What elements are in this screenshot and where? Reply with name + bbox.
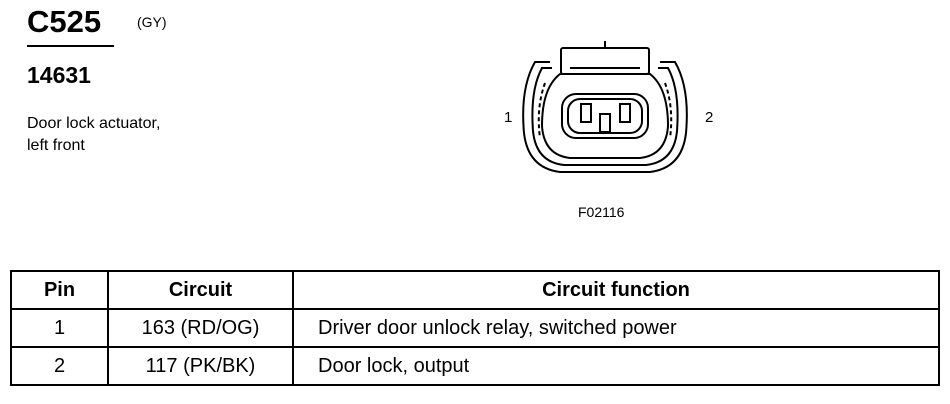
figure-code: F02116 <box>578 204 625 220</box>
function-cell: Door lock, output <box>292 346 940 386</box>
table-header-row: Pin Circuit Circuit function <box>10 270 940 310</box>
pin-cell: 1 <box>10 308 109 348</box>
circuit-cell: 163 (RD/OG) <box>107 308 294 348</box>
terminal-cavity <box>561 93 649 139</box>
right-rib <box>664 82 673 139</box>
connector-id-underline <box>27 45 114 47</box>
pin-table: Pin Circuit Circuit function 1 163 (RD/O… <box>10 270 940 386</box>
connector-face-diagram <box>522 41 688 173</box>
pin-label-right: 2 <box>705 109 714 126</box>
table-row: 1 163 (RD/OG) Driver door unlock relay, … <box>10 308 940 348</box>
left-rib <box>537 82 546 139</box>
pin-label-left: 1 <box>504 109 513 126</box>
description-line-1: Door lock actuator, <box>27 115 161 132</box>
column-header-pin: Pin <box>10 270 109 310</box>
connector-id: C525 <box>27 4 102 39</box>
column-header-function: Circuit function <box>292 270 940 310</box>
connector-outer-shell <box>522 61 688 173</box>
terminal-pin-1 <box>580 103 592 123</box>
locking-tab <box>560 47 650 75</box>
connector-description: Door lock actuator, left front <box>27 113 160 157</box>
description-line-2: left front <box>27 137 85 154</box>
column-header-circuit: Circuit <box>107 270 294 310</box>
part-number: 14631 <box>27 62 91 88</box>
connector-middle-shell <box>531 67 679 166</box>
circuit-cell: 117 (PK/BK) <box>107 346 294 386</box>
pin-cell: 2 <box>10 346 109 386</box>
function-cell: Driver door unlock relay, switched power <box>292 308 940 348</box>
connector-inner-shell <box>540 73 670 159</box>
table-row: 2 117 (PK/BK) Door lock, output <box>10 346 940 386</box>
terminal-key <box>599 113 611 133</box>
terminal-pin-2 <box>619 103 631 123</box>
connector-color-code: (GY) <box>137 14 167 30</box>
